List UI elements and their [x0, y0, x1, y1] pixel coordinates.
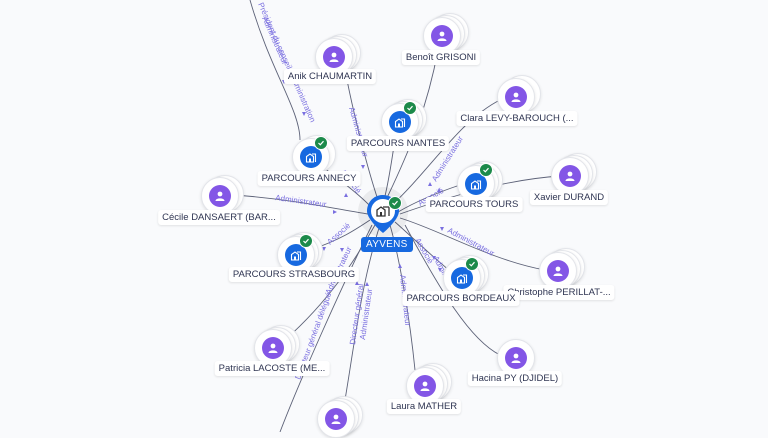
arrow-icon: [398, 264, 402, 268]
avatar: [317, 400, 355, 438]
avatar: [539, 252, 577, 290]
building-icon: [456, 274, 468, 284]
node-label: PARCOURS ANNECY: [257, 171, 361, 186]
node-label: Xavier DURAND: [529, 190, 609, 205]
building-icon: [305, 153, 317, 163]
edge-label: Administrateur: [446, 226, 496, 258]
avatar: [423, 17, 461, 55]
person-icon: [511, 353, 521, 363]
node-label: PARCOURS NANTES: [346, 136, 450, 151]
arrow-icon: [302, 112, 306, 116]
arrow-icon: [355, 281, 359, 285]
node-label: PARCOURS TOURS: [425, 197, 523, 212]
avatar: [551, 157, 589, 195]
edge-arrows: [282, 80, 444, 286]
person-icon: [268, 343, 278, 353]
person-icon: [420, 381, 430, 391]
verified-check-icon: [403, 101, 417, 115]
arrow-icon: [440, 227, 444, 231]
avatar: [254, 329, 292, 367]
edge-farbottom: [279, 224, 373, 432]
arrow-icon: [432, 256, 436, 260]
edge-topleft: [249, 0, 301, 141]
arrow-icon: [344, 193, 348, 197]
person-icon: [331, 414, 341, 424]
person-icon: [215, 191, 225, 201]
node-label: Hacina PY (DJIDEL): [467, 371, 563, 386]
node-label: PARCOURS BORDEAUX: [402, 291, 520, 306]
node-label: Patricia LACOSTE (ME...: [214, 361, 330, 376]
verified-check-icon: [388, 196, 402, 210]
node-label: Laura MATHER: [386, 399, 462, 414]
edge-tours: [397, 184, 461, 213]
node-label: Clara LEVY-BAROUCH (...: [456, 111, 578, 126]
arrow-icon: [428, 182, 432, 186]
arrow-icon: [361, 165, 365, 169]
arrow-icon: [438, 268, 442, 272]
person-icon: [511, 92, 521, 102]
edge-dansaert: [234, 194, 369, 215]
building-icon: [394, 118, 406, 128]
arrow-icon: [437, 188, 441, 192]
node-label: Cécile DANSAERT (BAR...: [158, 210, 280, 225]
building-icon: [470, 180, 482, 190]
person-icon: [437, 31, 447, 41]
edge-py: [404, 224, 501, 356]
node-label: Anik CHAUMARTIN: [283, 69, 377, 84]
node-label: Benoît GRISONI: [401, 50, 481, 65]
verified-check-icon: [479, 163, 493, 177]
verified-check-icon: [314, 136, 328, 150]
avatar: [406, 367, 444, 405]
person-icon: [565, 171, 575, 181]
verified-check-icon: [465, 257, 479, 271]
company-avatar: [443, 259, 481, 297]
verified-check-icon: [299, 234, 313, 248]
edge-label: Associé: [413, 237, 435, 266]
arrow-icon: [365, 282, 369, 286]
edge-label: Administrateur: [275, 193, 328, 209]
arrow-icon: [322, 247, 326, 251]
arrow-icon: [340, 248, 344, 252]
avatar: [201, 177, 239, 215]
arrow-icon: [333, 210, 337, 214]
node-label: Christophe PERILLAT-...: [503, 285, 615, 300]
node-label: PARCOURS STRASBOURG: [228, 267, 360, 282]
avatar: [497, 339, 535, 377]
edge-perillat: [399, 217, 546, 271]
person-icon: [553, 266, 563, 276]
building-icon: [290, 251, 302, 261]
company-avatar: [381, 103, 419, 141]
person-icon: [329, 52, 339, 62]
avatar: [497, 78, 535, 116]
center-node-label: AYVENS: [361, 237, 413, 252]
